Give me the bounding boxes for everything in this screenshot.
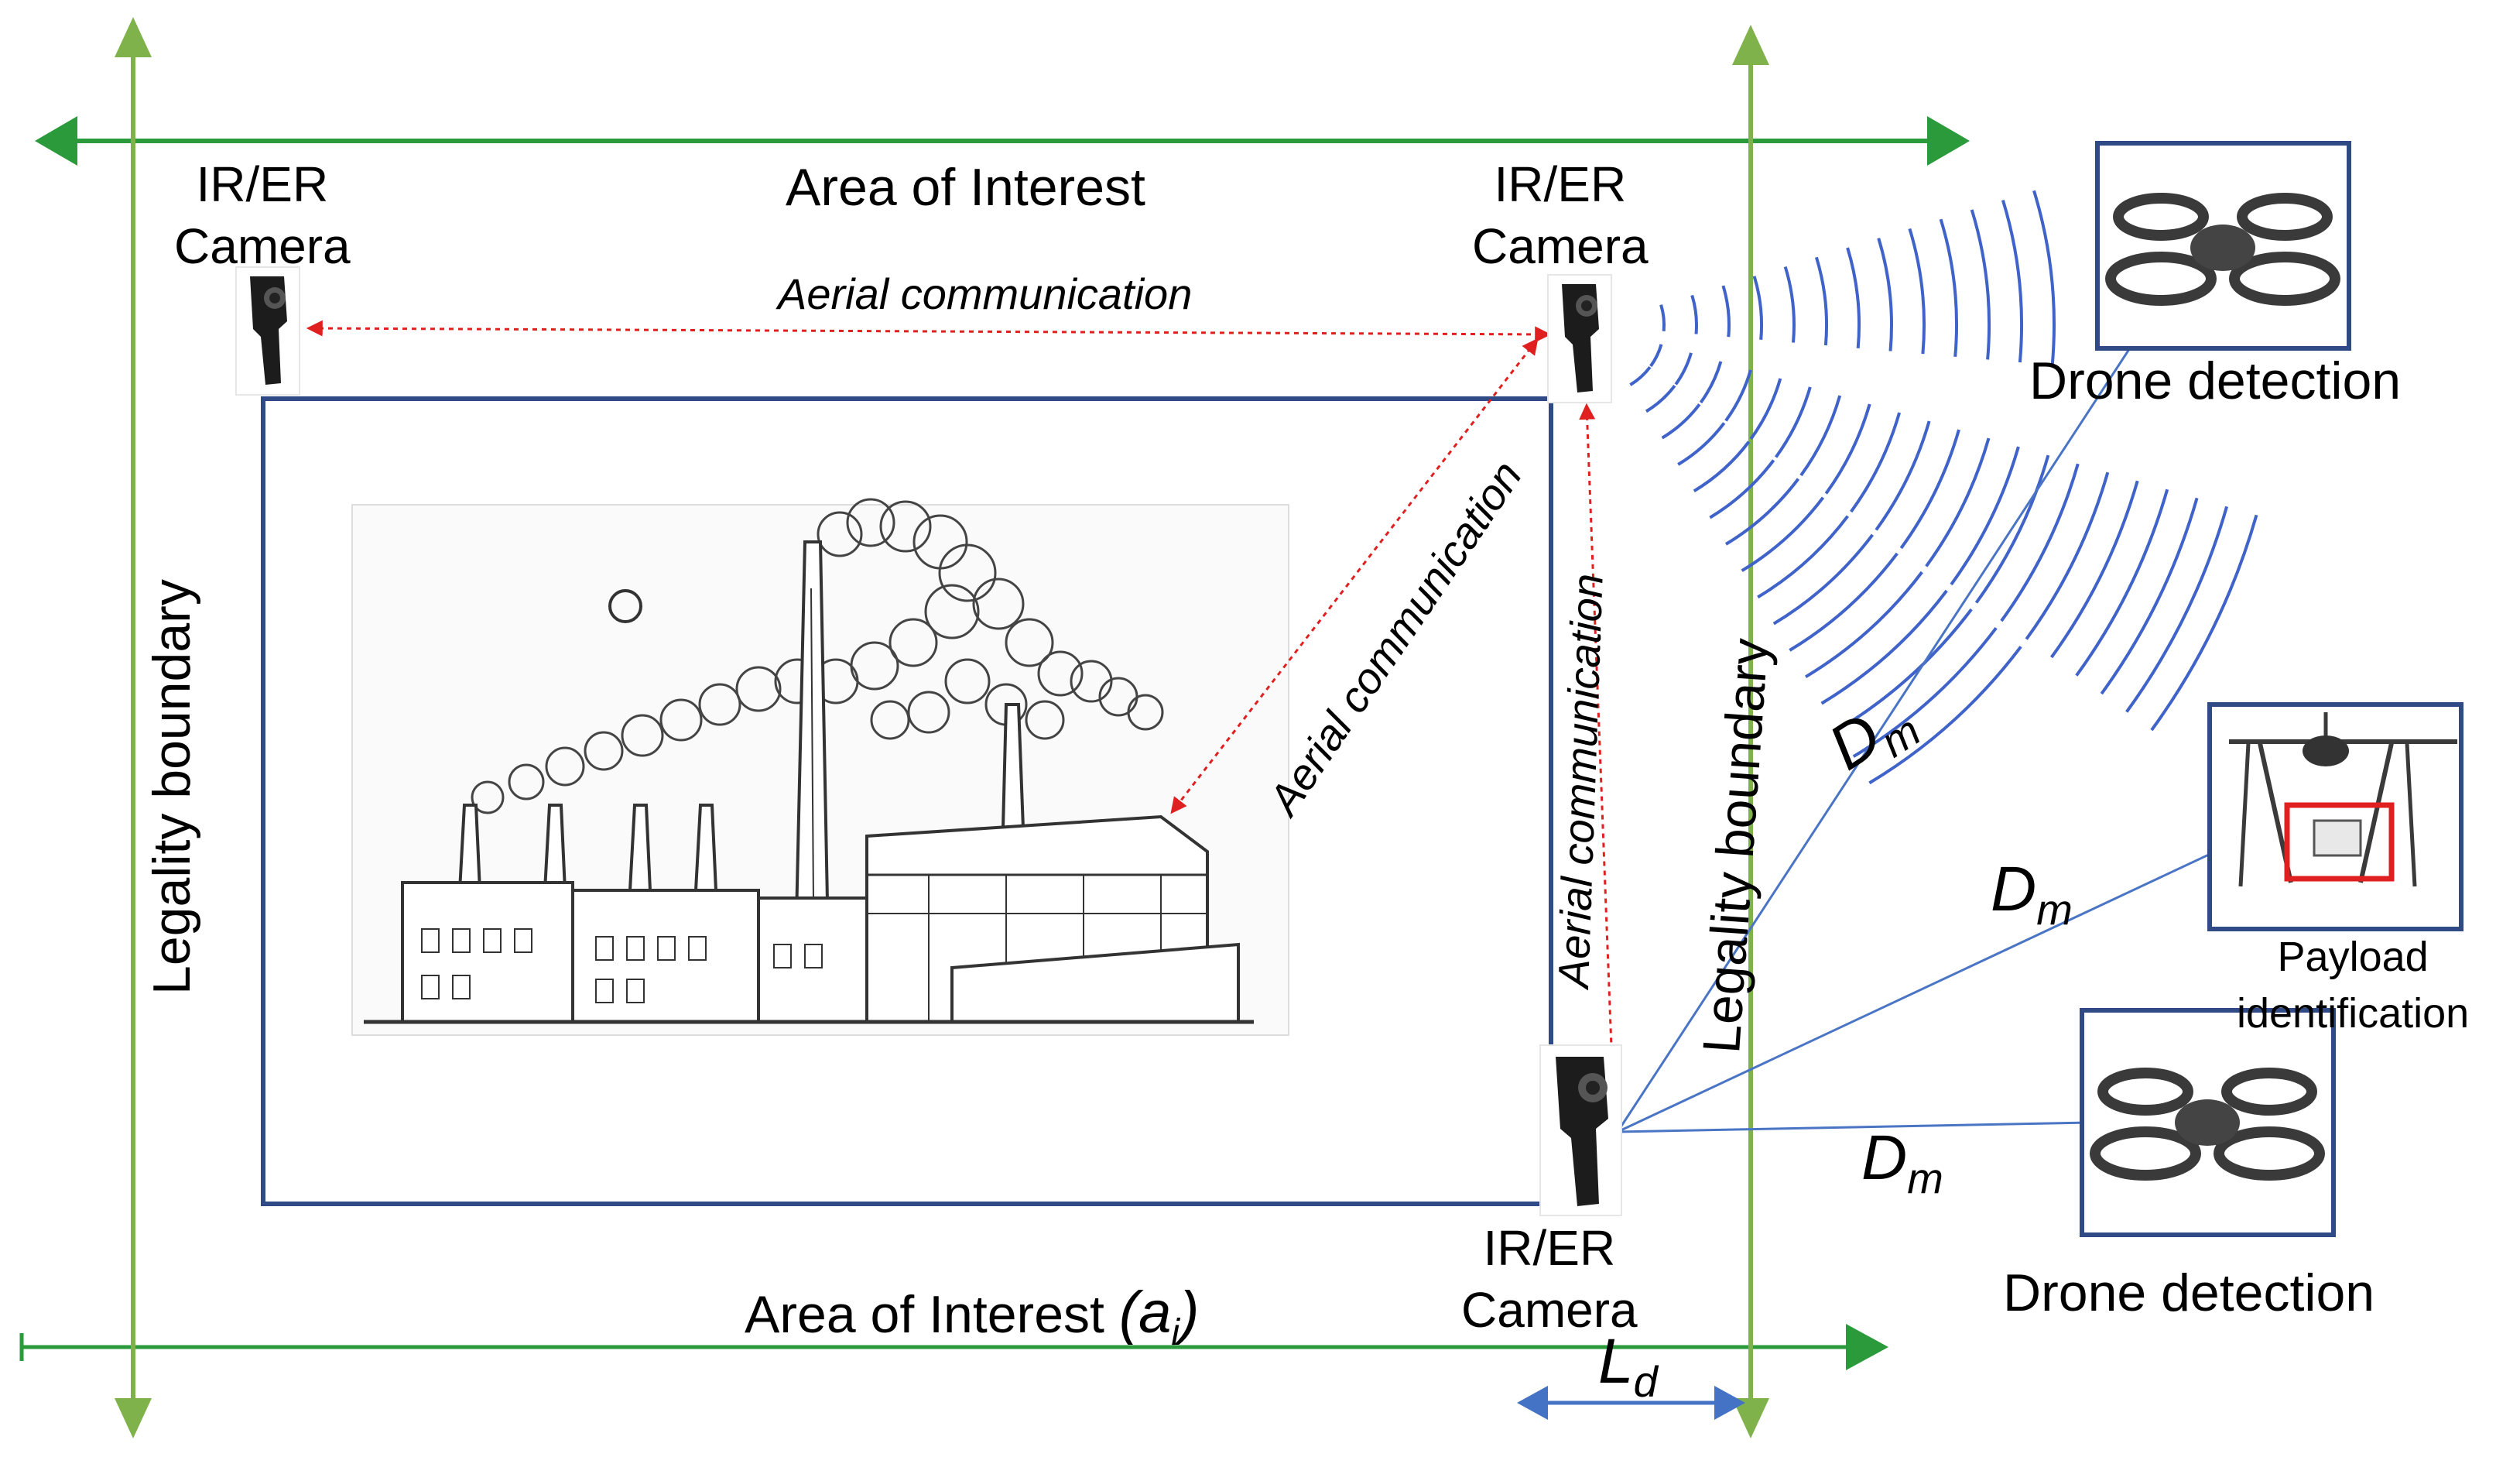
signal-wave-arc (1939, 218, 1958, 357)
signal-wave-arc (1974, 454, 2050, 604)
camera-label-bottom: IR/ER Camera (1461, 1217, 1638, 1341)
drone-box-top (2095, 141, 2351, 351)
signal-wave-arc (1875, 420, 1931, 531)
camera-label-top-left: IR/ER Camera (174, 153, 351, 277)
signal-wave-arc (2125, 506, 2229, 713)
signal-wave-arc (1899, 429, 1960, 550)
signal-wave-arc (2032, 190, 2056, 365)
camera-label-line1: IR/ER (1483, 1220, 1616, 1276)
quadcopter-drone-icon (2105, 193, 2340, 306)
signal-wave-arc (1677, 422, 1726, 466)
signal-wave-arc (2000, 463, 2080, 622)
camera-label-line1: IR/ER (196, 156, 329, 212)
signal-wave-arc (1877, 238, 1893, 351)
payload-highlight-box (2284, 802, 2395, 882)
signal-wave-arc (1757, 515, 1849, 599)
range-lines (1616, 344, 2249, 1133)
signal-wave-arc (1693, 441, 1751, 493)
camera-label-line1: IR/ER (1494, 156, 1627, 212)
area-symbol-subscript: i (1171, 1312, 1180, 1354)
bottom-horizontal-boundary-arrow (19, 1324, 1888, 1370)
right-vertical-boundary-arrow (1732, 25, 1769, 1438)
camera-label-line2: Camera (1472, 218, 1649, 274)
signal-waves (1629, 190, 2258, 785)
dm-label-middle: Dm (1991, 854, 2073, 934)
drone-detection-label-top: Drone detection (2029, 351, 2402, 410)
thermal-camera-icon (235, 266, 300, 396)
signal-wave-arc (1868, 646, 2022, 785)
top-horizontal-boundary-arrow (35, 116, 1970, 166)
signal-wave-arc (1772, 533, 1874, 626)
drone-box-payload (2207, 702, 2464, 931)
thermal-camera-icon (1547, 274, 1612, 403)
signal-wave-arc (1661, 403, 1701, 440)
signal-wave-arc (1804, 571, 1923, 679)
payload-identification-label: Payload identification (2237, 929, 2469, 1042)
payload-label-line2: identification (2237, 989, 2470, 1037)
signal-wave-arc (2049, 480, 2139, 659)
signal-wave-arc (2150, 514, 2258, 732)
signal-wave-arc (1752, 276, 1763, 340)
signal-wave-arc (1824, 403, 1871, 495)
area-symbol: (ai) (1118, 1280, 1200, 1354)
signal-wave-arc (1709, 459, 1775, 519)
aerial-comm-arrow-diagonal (1170, 338, 1539, 814)
area-of-interest-bottom-label: Area of Interest (ai) (745, 1284, 1199, 1352)
signal-wave-arc (1814, 256, 1829, 346)
signal-wave-arc (1846, 247, 1861, 348)
dm-subscript: m (2036, 885, 2073, 934)
signal-wave-arc (1724, 369, 1752, 422)
signal-wave-arc (1774, 386, 1812, 458)
signal-wave-arc (1950, 446, 2020, 586)
signal-wave-arc (1908, 228, 1926, 355)
signal-wave-arc (1749, 378, 1782, 441)
dm-subscript: m (1907, 1154, 1943, 1202)
camera-label-line2: Camera (174, 218, 351, 274)
quadcopter-drone-icon (2090, 1068, 2325, 1181)
signal-wave-arc (1649, 344, 1663, 368)
signal-wave-arc (1645, 384, 1676, 413)
signal-wave-arc (1837, 608, 1973, 732)
drone-detection-label-bottom: Drone detection (2003, 1263, 2375, 1322)
signal-wave-arc (1970, 209, 1991, 360)
signal-wave-arc (1850, 412, 1902, 513)
legality-boundary-left-label: Legality boundary (142, 579, 201, 995)
ld-subscript: d (1633, 1357, 1658, 1406)
camera-label-line2: Camera (1461, 1282, 1638, 1338)
dm-label-lower: Dm (1861, 1123, 1943, 1202)
signal-wave-arc (2100, 497, 2199, 695)
signal-wave-arc (2075, 489, 2169, 677)
aerial-communication-label-top: Aerial communication (778, 269, 1193, 318)
signal-wave-arc (2025, 471, 2110, 640)
signal-wave-arc (1724, 478, 1800, 546)
signal-wave-arc (1699, 361, 1723, 404)
signal-wave-arc (1629, 365, 1652, 386)
thermal-camera-icon (1539, 1044, 1622, 1216)
signal-wave-arc (1721, 285, 1731, 338)
signal-wave-arc (2001, 200, 2023, 363)
signal-wave-arc (1690, 294, 1698, 334)
ld-label: Ld (1598, 1326, 1658, 1406)
signal-wave-arc (1659, 304, 1666, 331)
camera-label-top-right: IR/ER Camera (1472, 153, 1649, 277)
left-vertical-boundary-arrow (115, 17, 152, 1438)
signal-wave-arc (1741, 496, 1825, 572)
signal-wave-arc (1674, 352, 1693, 386)
signal-wave-arc (1789, 552, 1899, 652)
area-of-interest-top-label: Area of Interest (786, 158, 1145, 217)
signal-wave-arc (1820, 589, 1948, 705)
signal-wave-arc (1799, 395, 1842, 477)
factory-sketch-icon (351, 498, 1289, 1036)
area-of-interest-bottom-text: Area of Interest (745, 1285, 1104, 1344)
signal-wave-arc (1925, 437, 1991, 567)
ld-arrow (1517, 1386, 1745, 1420)
signal-wave-arc (1783, 266, 1796, 343)
payload-label-line1: Payload (2277, 934, 2429, 980)
aerial-comm-arrow-top (306, 320, 1552, 343)
drone-box-bottom (2080, 1008, 2336, 1237)
area-of-interest-box (261, 396, 1553, 1206)
